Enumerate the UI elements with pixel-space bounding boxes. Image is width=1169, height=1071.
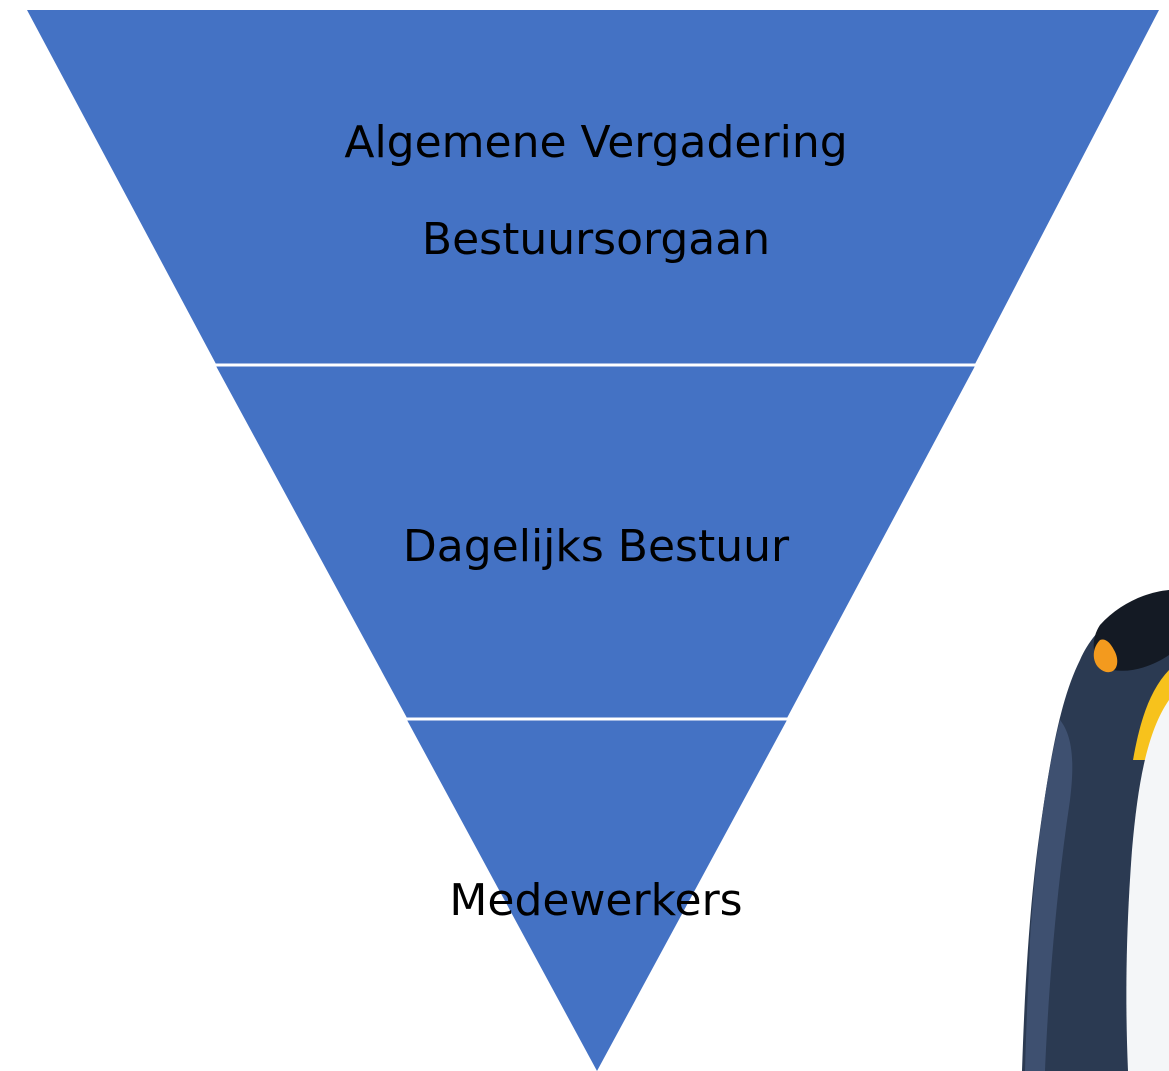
pyramid [27,10,1159,1071]
penguin-ear-patch [1093,639,1118,673]
tier-bottom [407,720,787,1071]
tier-top [27,10,1159,364]
tier-middle [216,366,975,718]
tier-2-line-1: Dagelijks Bestuur [403,521,790,572]
tier-1-line-2: Bestuursorgaan [422,214,770,265]
penguin-icon [1022,590,1169,1071]
tier-3-line-1: Medewerkers [449,875,742,926]
penguin-flipper [1025,720,1073,1071]
penguin-belly [1126,700,1169,1071]
tier-labels: Algemene Vergadering Bestuursorgaan Dage… [344,117,847,926]
tier-1-line-1: Algemene Vergadering [344,117,847,168]
